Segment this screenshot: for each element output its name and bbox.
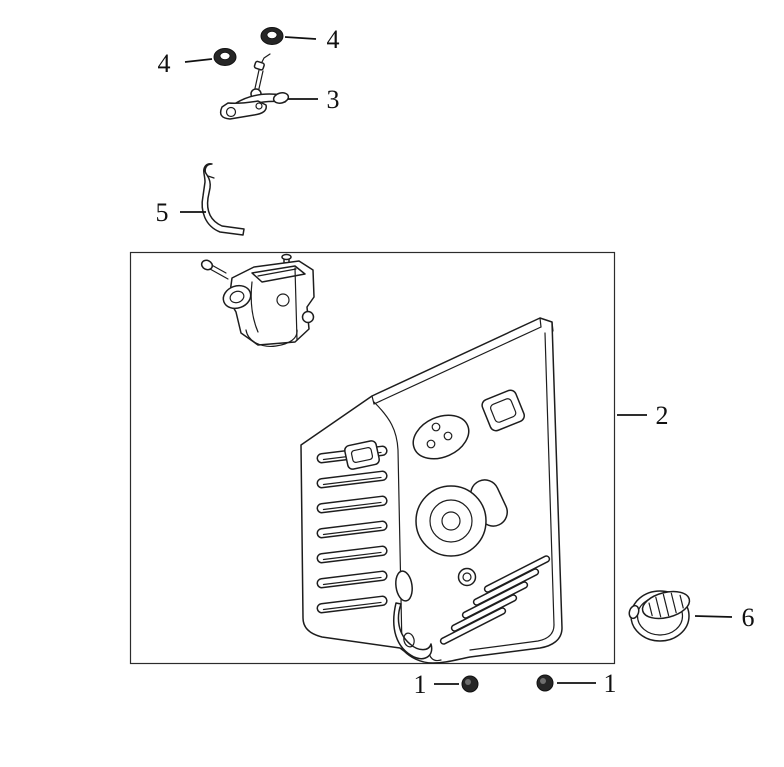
panel-slats-bottom-right bbox=[439, 555, 551, 645]
callout-label-6: 6 bbox=[742, 603, 755, 632]
part-carburetor bbox=[200, 253, 315, 347]
panel-receptacle bbox=[415, 479, 508, 557]
leader-4-upper bbox=[284, 36, 317, 40]
assembly-bounding-box bbox=[129, 251, 616, 665]
panel-louvers-left bbox=[316, 445, 388, 614]
leader-4-lower bbox=[184, 58, 213, 63]
slat bbox=[439, 607, 507, 645]
panel-oval-plate bbox=[412, 414, 470, 460]
panel-hook bbox=[393, 570, 433, 660]
callout-label-1-right: 1 bbox=[604, 669, 617, 698]
callout-label-4-lower: 4 bbox=[158, 49, 171, 78]
panel-clip-tab bbox=[344, 440, 380, 470]
callout-label-5: 5 bbox=[156, 198, 169, 227]
callout-label-1-left: 1 bbox=[414, 670, 427, 699]
part-choke-lever bbox=[219, 53, 290, 120]
part-cap-knob bbox=[628, 590, 691, 642]
part-control-panel bbox=[300, 317, 563, 664]
part-bracket bbox=[201, 163, 245, 236]
panel-small-hole bbox=[457, 567, 477, 587]
callout-label-2: 2 bbox=[656, 401, 669, 430]
part-grommet-upper bbox=[260, 27, 284, 45]
part-bolt-left bbox=[461, 675, 479, 693]
leader-6 bbox=[694, 615, 733, 618]
callout-label-4-upper: 4 bbox=[327, 25, 340, 54]
callout-label-3: 3 bbox=[327, 85, 340, 114]
part-grommet-lower bbox=[213, 48, 237, 66]
panel-square-socket bbox=[481, 389, 525, 432]
part-bolt-right bbox=[536, 674, 554, 692]
